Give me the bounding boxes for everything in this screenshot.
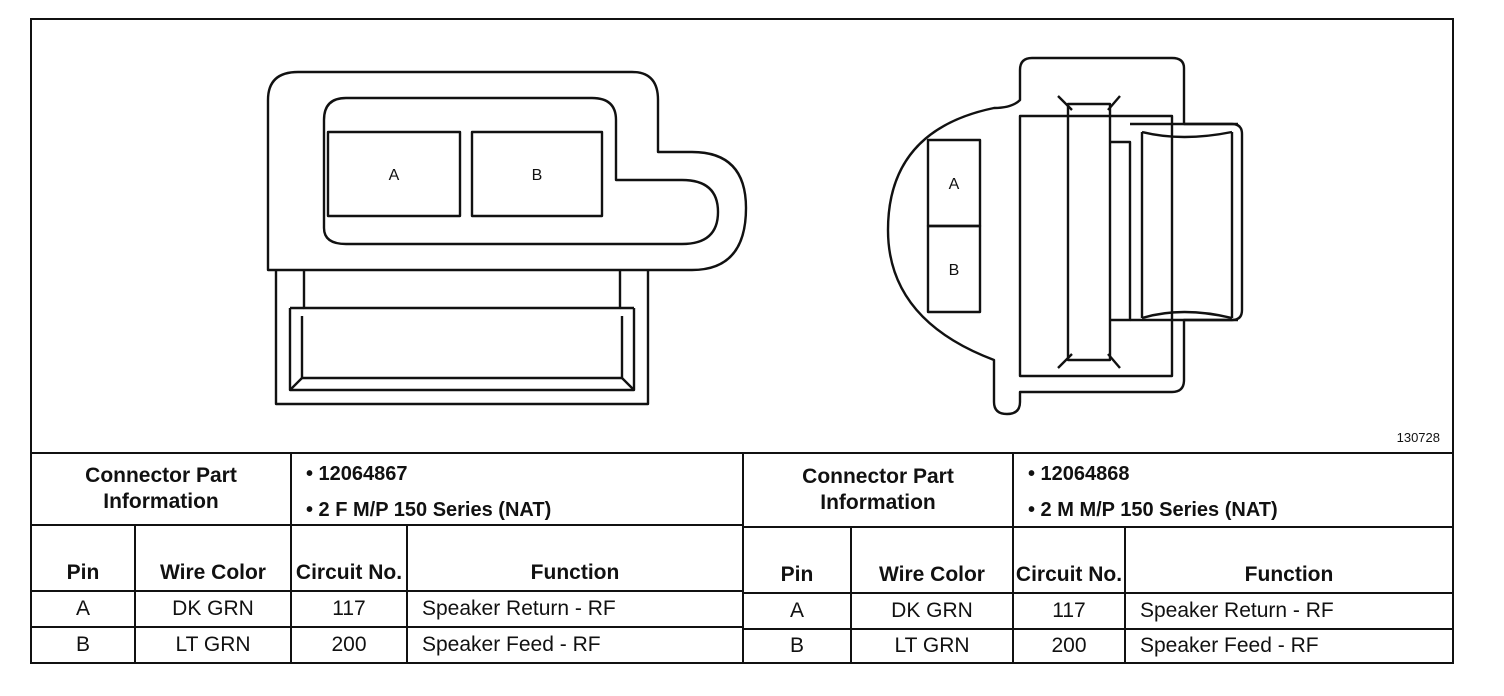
row-a-circuit: 117 bbox=[1014, 594, 1126, 630]
female-connector-outline bbox=[266, 70, 748, 406]
col-header-function: Function bbox=[1126, 528, 1452, 594]
connector-table-male: Connector Part Information • 12064868 • … bbox=[744, 454, 1452, 662]
male-connector-outline bbox=[886, 56, 1244, 416]
col-header-wire-color: Wire Color bbox=[852, 528, 1014, 594]
part-series: • 2 F M/P 150 Series (NAT) bbox=[306, 499, 552, 521]
col-header-pin: Pin bbox=[744, 528, 852, 594]
info-label: Connector Part Information bbox=[802, 465, 954, 514]
male-cavity-a-label: A bbox=[949, 176, 960, 193]
part-info-list: • 12064868 • 2 M M/P 150 Series (NAT) bbox=[1014, 454, 1452, 528]
part-number: • 12064868 bbox=[1028, 463, 1130, 485]
female-cavity-a-label: A bbox=[389, 167, 400, 184]
row-b-function: Speaker Feed - RF bbox=[422, 633, 601, 656]
col-header-pin: Pin bbox=[32, 526, 136, 592]
part-info-list: • 12064867 • 2 F M/P 150 Series (NAT) bbox=[292, 454, 742, 526]
col-header-function: Function bbox=[408, 526, 742, 592]
part-series: • 2 M M/P 150 Series (NAT) bbox=[1028, 499, 1278, 521]
info-label-cell: Connector Part Information bbox=[744, 454, 1014, 528]
connector-tables: Connector Part Information • 12064867 • … bbox=[32, 452, 1452, 662]
female-cavity-b-label: B bbox=[532, 167, 543, 184]
row-b-wire-color: LT GRN bbox=[136, 628, 292, 662]
male-cavity-b-label: B bbox=[949, 262, 960, 279]
row-b-circuit: 200 bbox=[292, 628, 408, 662]
row-a-pin: A bbox=[744, 594, 852, 630]
connector-table-female: Connector Part Information • 12064867 • … bbox=[32, 454, 744, 662]
row-b-pin: B bbox=[32, 628, 136, 662]
row-a-circuit: 117 bbox=[292, 592, 408, 628]
row-a-wire-color: DK GRN bbox=[136, 592, 292, 628]
figure-number: 130728 bbox=[1396, 430, 1440, 445]
part-number: • 12064867 bbox=[306, 463, 408, 485]
row-a-wire-color: DK GRN bbox=[852, 594, 1014, 630]
connector-illustration: A B A B 130728 bbox=[32, 20, 1452, 452]
row-b-pin: B bbox=[744, 630, 852, 662]
info-label: Connector Part Information bbox=[85, 464, 237, 513]
row-b-function: Speaker Feed - RF bbox=[1140, 634, 1319, 657]
connector-diagram-frame: A B A B 130728 Connector Part Informatio… bbox=[30, 18, 1454, 664]
col-header-wire-color: Wire Color bbox=[136, 526, 292, 592]
col-header-circuit-no: Circuit No. bbox=[1014, 528, 1126, 594]
row-a-function: Speaker Return - RF bbox=[1126, 594, 1452, 630]
row-b-wire-color: LT GRN bbox=[852, 630, 1014, 662]
col-header-circuit-no: Circuit No. bbox=[292, 526, 408, 592]
row-a-pin: A bbox=[32, 592, 136, 628]
row-b-circuit: 200 bbox=[1014, 630, 1126, 662]
row-a-function: Speaker Return - RF bbox=[408, 592, 742, 628]
connector-drawing: A B A B bbox=[266, 56, 1244, 416]
info-label-cell: Connector Part Information bbox=[32, 454, 292, 526]
